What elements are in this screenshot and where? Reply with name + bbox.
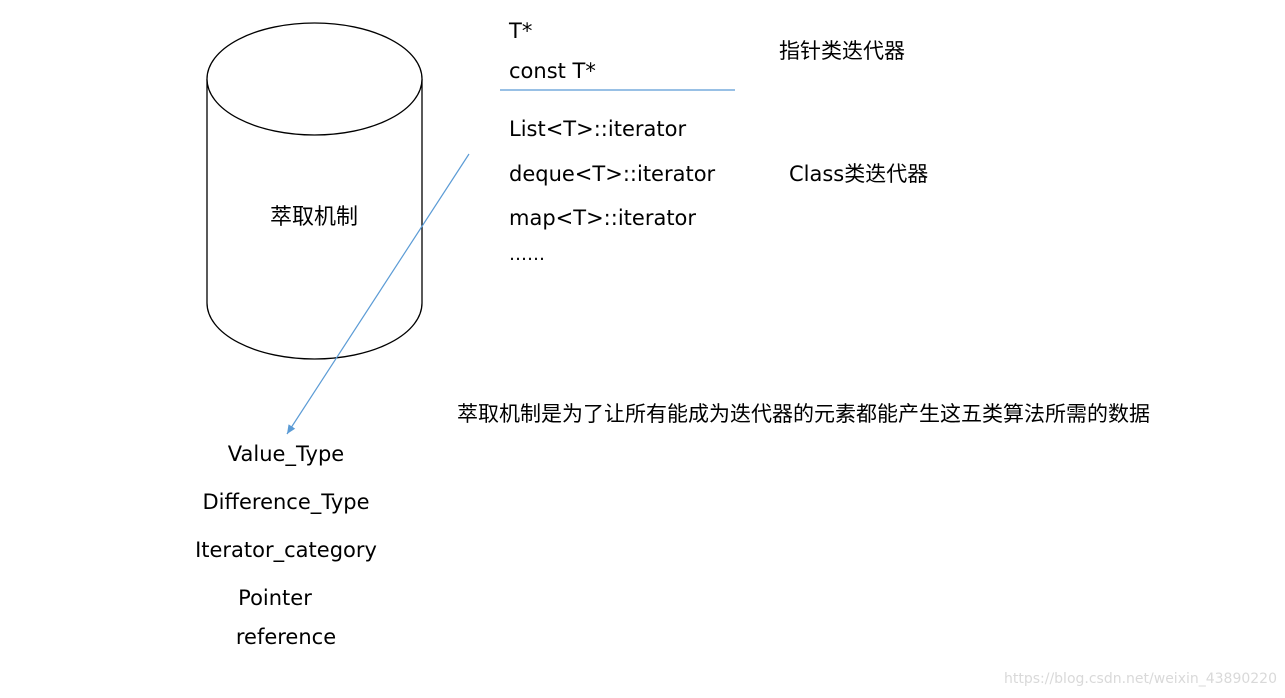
pointer-iterator-item: const T* (509, 59, 596, 83)
trait-item: Difference_Type (202, 490, 370, 514)
trait-item: reference (235, 625, 337, 649)
class-iterator-item: map<T>::iterator (509, 206, 697, 230)
cylinder-label: 萃取机制 (269, 205, 359, 230)
class-iterator-item: …… (509, 244, 545, 265)
trait-item: Value_Type (227, 442, 345, 466)
class-iterator-item: deque<T>::iterator (509, 162, 716, 186)
pointer-iterator-item: T* (509, 19, 533, 43)
pointer-iterator-category-label: 指针类迭代器 (779, 39, 905, 63)
arrow-line (286, 153, 470, 435)
trait-item: Iterator_category (195, 538, 377, 562)
trait-item: Pointer (238, 586, 312, 610)
cylinder-shape (206, 22, 423, 360)
class-iterator-item: List<T>::iterator (509, 117, 687, 141)
class-iterator-category-label: Class类迭代器 (789, 162, 929, 186)
description-text: 萃取机制是为了让所有能成为迭代器的元素都能产生这五类算法所需的数据 (457, 402, 1150, 426)
watermark: https://blog.csdn.net/weixin_43890220 (1003, 671, 1277, 687)
